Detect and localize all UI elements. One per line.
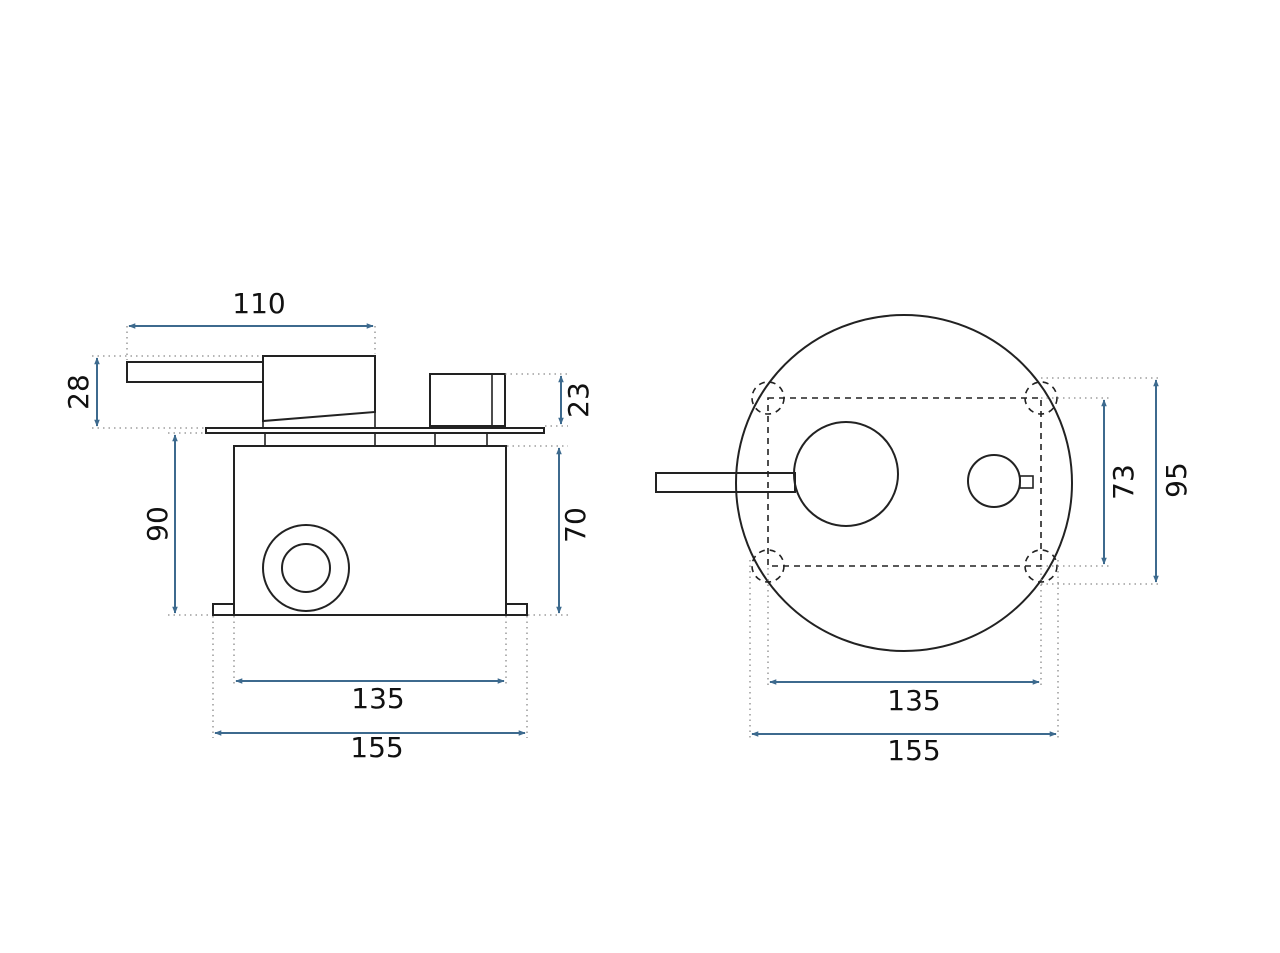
diverter-knob: [967, 454, 1021, 508]
mounting-box: [233, 445, 507, 616]
dim-label-23: 23: [562, 382, 595, 418]
dim-label-90: 90: [141, 506, 174, 542]
round-cover-plate: [735, 314, 1073, 652]
foot-right: [505, 603, 528, 616]
dim-label-155-front: 155: [887, 734, 940, 767]
foot-left: [212, 603, 235, 616]
dim-label-135-front: 135: [887, 684, 940, 717]
handle-body: [262, 355, 376, 423]
cover-plate: [205, 427, 545, 434]
corner-ear-tl: [751, 381, 785, 415]
dim-label-28: 28: [62, 374, 95, 410]
dim-label-135-side: 135: [351, 682, 404, 715]
lever-front: [655, 472, 796, 493]
side-view: 110 28 23 90 70 135 155: [62, 287, 595, 764]
pipe-connector-inner: [281, 543, 331, 593]
dim-label-110: 110: [232, 287, 285, 320]
corner-ear-bl: [751, 549, 785, 583]
dim-label-70: 70: [559, 507, 592, 543]
knob: [429, 373, 506, 427]
dim-label-73: 73: [1107, 464, 1140, 500]
dim-label-155-side: 155: [350, 731, 403, 764]
corner-ear-br: [1024, 549, 1058, 583]
pipe-connector-outer: [262, 524, 350, 612]
corner-ear-tr: [1024, 381, 1058, 415]
lever-handle: [126, 361, 264, 383]
main-handle-disc: [793, 421, 899, 527]
dim-label-95: 95: [1160, 462, 1193, 498]
diverter-tab: [1019, 475, 1034, 489]
front-view: 73 95 135 155: [655, 314, 1193, 767]
hidden-box-outline: [767, 397, 1042, 567]
